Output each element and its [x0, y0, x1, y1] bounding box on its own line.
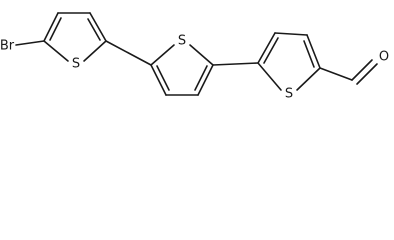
bond-br-c — [15, 40, 45, 46]
ring1-bond-c3-c2-double — [87, 18, 101, 41]
ring3-bond-c4-c5 — [306, 34, 321, 69]
bonds — [15, 12, 378, 96]
bond-ring1-ring2 — [105, 40, 152, 66]
atom-labels: Br S S S O — [0, 34, 389, 102]
atom-s-ring1: S — [72, 57, 80, 72]
ring2-bond-c3-c2 — [150, 64, 167, 96]
ring3-bond-s-c2 — [257, 62, 282, 91]
bond-cho-o — [351, 59, 373, 81]
ring3-bond-c2-c3-double — [263, 37, 279, 64]
atom-s-ring2: S — [178, 34, 186, 49]
ring3-bond-c4-c5-double — [303, 40, 315, 68]
ring2-bond-c5-c4 — [197, 64, 214, 96]
atom-s-ring3: S — [285, 87, 293, 102]
ring2-bond-s-c5 — [189, 44, 214, 66]
ring1-bond-s-c5 — [43, 40, 69, 62]
ring3-bond-c3-c4 — [274, 32, 308, 36]
ring1-bond-c2-s — [83, 40, 107, 62]
ring2-bond-c3-c2-double — [156, 65, 170, 91]
atom-br: Br — [0, 39, 15, 54]
bond-ring2-ring3 — [212, 62, 259, 66]
ring3-bond-c5-s — [296, 67, 321, 91]
ring2-bond-c2-s — [150, 44, 175, 66]
ring1-bond-c5-c4-double — [49, 17, 62, 41]
molecule-structure: Br S S S O — [0, 12, 389, 102]
bond-c5-cho — [319, 67, 353, 81]
ring1-bond-c3-c2 — [89, 12, 107, 42]
bond-cho-o-double — [356, 63, 378, 85]
ring1-bond-c5-c4 — [43, 12, 59, 42]
ring2-bond-c5-c4-double — [194, 65, 208, 91]
atom-o-aldehyde: O — [379, 50, 389, 65]
ring3-bond-c2-c3 — [257, 32, 276, 64]
